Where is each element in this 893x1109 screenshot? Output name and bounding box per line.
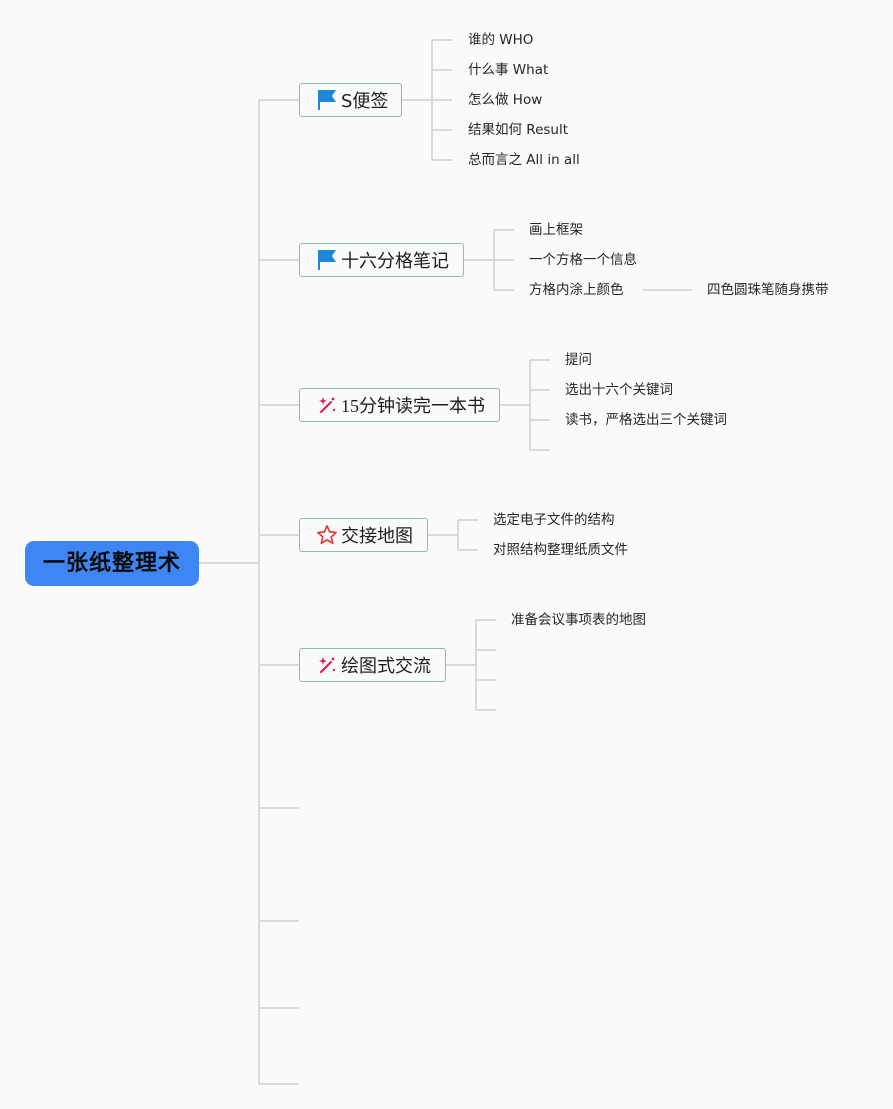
flag-icon: [316, 249, 338, 271]
leaf-what[interactable]: 什么事 What: [468, 62, 549, 78]
leaf-who[interactable]: 谁的 WHO: [468, 32, 534, 48]
leaf-draw-frame[interactable]: 画上框架: [529, 222, 583, 238]
branch-read-book-15min[interactable]: 15分钟读完一本书: [299, 388, 500, 422]
leaf-result[interactable]: 结果如何 Result: [468, 122, 569, 138]
leaf-four-color-pen[interactable]: 四色圆珠笔随身携带: [707, 282, 829, 298]
branch-label: 交接地图: [341, 526, 413, 547]
star-icon: [316, 524, 338, 546]
branch-handover-map[interactable]: 交接地图: [299, 518, 428, 552]
branch-label: 十六分格笔记: [341, 251, 449, 272]
sparkle-wand-icon: [316, 654, 338, 676]
leaf-color-cells[interactable]: 方格内涂上颜色: [529, 282, 624, 298]
branch-graphic-communication[interactable]: 绘图式交流: [299, 648, 446, 682]
leaf-pick-3-keywords[interactable]: 读书，严格选出三个关键词: [565, 412, 727, 428]
branch-s-note[interactable]: S便签: [299, 83, 402, 117]
leaf-one-info-per-cell[interactable]: 一个方格一个信息: [529, 252, 637, 268]
sparkle-wand-icon: [316, 394, 338, 416]
branch-label: 绘图式交流: [341, 656, 431, 677]
branch-sixteen-grid-notes[interactable]: 十六分格笔记: [299, 243, 464, 277]
leaf-organize-paper-files[interactable]: 对照结构整理纸质文件: [493, 542, 628, 558]
leaf-choose-file-structure[interactable]: 选定电子文件的结构: [493, 512, 615, 528]
leaf-all-in-all[interactable]: 总而言之 All in all: [468, 152, 580, 168]
leaf-how[interactable]: 怎么做 How: [468, 92, 543, 108]
leaf-meeting-agenda-map[interactable]: 准备会议事项表的地图: [511, 612, 646, 628]
root-topic[interactable]: 一张纸整理术: [25, 541, 199, 586]
flag-icon: [316, 89, 338, 111]
branch-label: 15分钟读完一本书: [341, 396, 485, 416]
branch-label: S便签: [341, 91, 389, 112]
leaf-ask-question[interactable]: 提问: [565, 352, 592, 368]
leaf-pick-16-keywords[interactable]: 选出十六个关键词: [565, 382, 673, 398]
